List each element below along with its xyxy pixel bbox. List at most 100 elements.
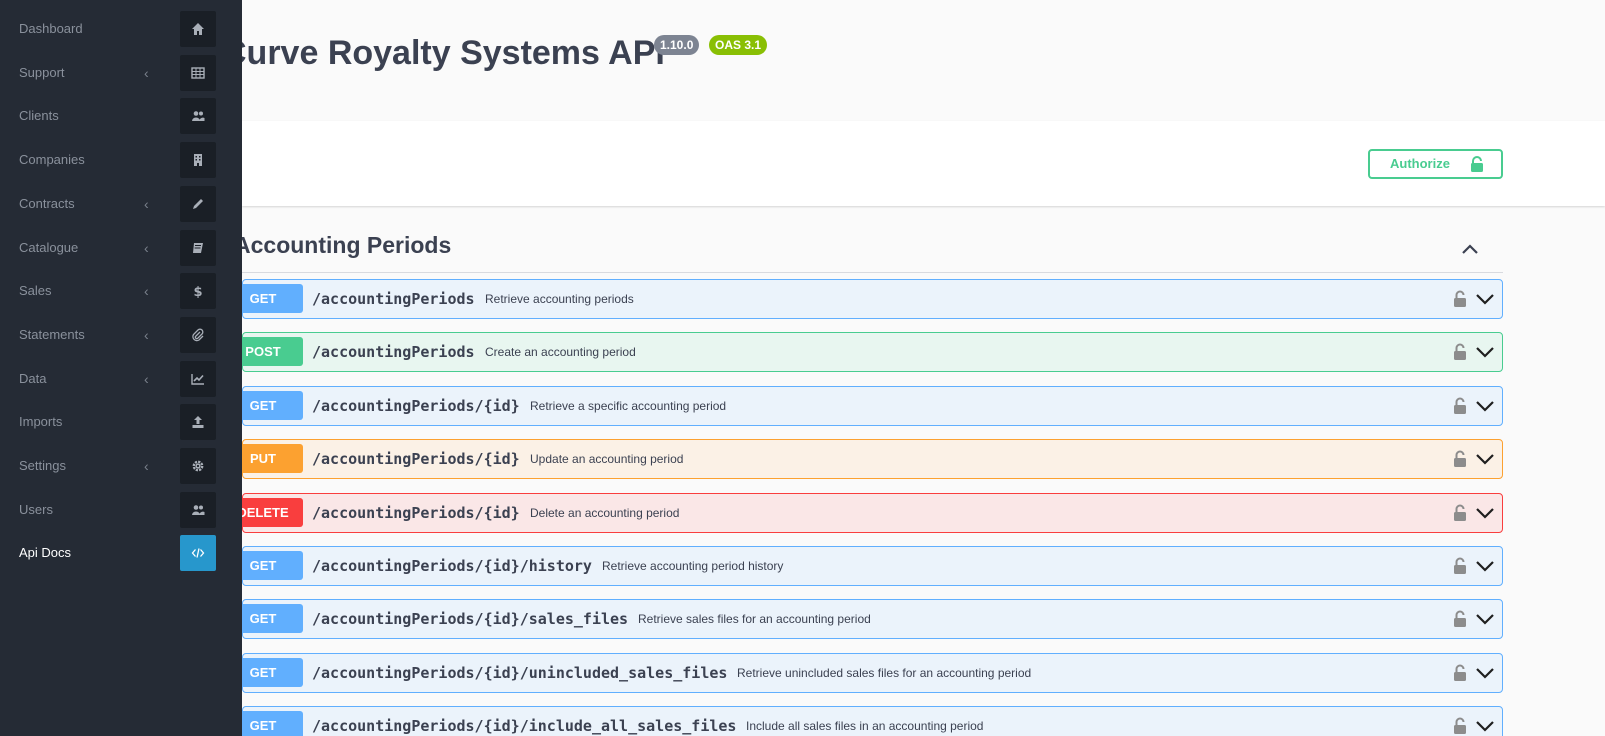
sidebar-item-label: Data	[19, 370, 47, 386]
operation-get[interactable]: GET/accountingPeriods/{id}/sales_files Re…	[242, 599, 1503, 640]
sidebar-item-imports[interactable]: Imports	[0, 400, 242, 444]
operation-path: /accountingPeriods	[312, 290, 475, 308]
sidebar-item-api-docs[interactable]: Api Docs	[0, 531, 242, 575]
method-badge: GET	[242, 604, 303, 634]
lock-icon[interactable]	[1453, 397, 1467, 420]
tag-section-header[interactable]: Accounting Periods	[242, 228, 1503, 273]
tag-title: Accounting Periods	[242, 232, 452, 258]
table-icon	[180, 54, 216, 91]
chevron-down-icon[interactable]	[1475, 343, 1495, 366]
sidebar-item-clients[interactable]: Clients	[0, 94, 242, 138]
sidebar-item-companies[interactable]: Companies	[0, 138, 242, 182]
gear-icon	[180, 448, 216, 484]
oas-badge: OAS 3.1	[709, 35, 768, 55]
chevron-left-icon: ‹	[144, 458, 149, 474]
chevron-down-icon[interactable]	[1475, 397, 1495, 420]
method-badge: GET	[242, 390, 303, 420]
lock-icon[interactable]	[1453, 717, 1467, 736]
operation-summary: Retrieve accounting periods	[485, 292, 634, 306]
sidebar-item-label: Contracts	[19, 195, 75, 211]
chevron-down-icon[interactable]	[1475, 290, 1495, 313]
sidebar-item-contracts[interactable]: Contracts ‹	[0, 182, 242, 226]
api-title: Curve Royalty Systems API	[242, 34, 665, 72]
chevron-down-icon[interactable]	[1475, 504, 1495, 527]
chevron-left-icon: ‹	[144, 370, 149, 387]
chevron-left-icon: ‹	[144, 64, 149, 81]
operation-summary: Retrieve a specific accounting period	[530, 398, 727, 413]
method-badge: DELETE	[242, 497, 303, 527]
operation-summary: Update an accounting period	[530, 452, 684, 467]
lock-icon[interactable]	[1453, 610, 1467, 633]
chevron-up-icon[interactable]	[1459, 238, 1481, 260]
operation-path: /accountingPeriods/{id}	[312, 503, 520, 522]
lock-open-icon	[1470, 156, 1484, 178]
book-icon	[180, 229, 216, 266]
paperclip-icon	[180, 316, 216, 353]
sidebar-item-users[interactable]: Users	[0, 488, 242, 532]
main-content: Curve Royalty Systems API 1.10.0 OAS 3.1…	[242, 0, 1605, 736]
lock-icon[interactable]	[1453, 504, 1467, 527]
lock-icon[interactable]	[1453, 664, 1467, 687]
users-icon	[180, 98, 216, 135]
chevron-down-icon[interactable]	[1475, 610, 1495, 633]
users-icon	[180, 491, 216, 528]
operation-path: /accountingPeriods/{id}/include_all_sale…	[312, 717, 737, 736]
chevron-left-icon: ‹	[144, 326, 149, 343]
authorize-button[interactable]: Authorize	[1368, 149, 1503, 179]
version-badge: 1.10.0	[654, 35, 700, 55]
method-badge: GET	[242, 284, 303, 313]
chevron-left-icon: ‹	[144, 283, 149, 300]
sidebar-item-sales[interactable]: Sales‹$	[0, 269, 242, 313]
operation-path: /accountingPeriods/{id}/sales_files	[312, 610, 629, 629]
lock-icon[interactable]	[1453, 450, 1467, 473]
api-info: Curve Royalty Systems API 1.10.0 OAS 3.1	[242, 0, 1605, 121]
sidebar-item-label: Imports	[19, 414, 63, 430]
line-chart-icon	[180, 360, 216, 397]
sidebar-item-support[interactable]: Support ‹	[0, 51, 242, 95]
operation-summary: Create an accounting period	[485, 345, 636, 360]
method-badge: GET	[242, 711, 303, 736]
upload-icon	[180, 404, 216, 441]
sidebar-item-settings[interactable]: Settings‹	[0, 444, 242, 488]
home-icon	[180, 11, 216, 47]
chevron-left-icon: ‹	[144, 195, 149, 212]
sidebar-item-label: Support	[19, 64, 65, 80]
sidebar-item-catalogue[interactable]: Catalogue‹	[0, 226, 242, 270]
lock-icon[interactable]	[1453, 343, 1467, 366]
scheme-container: Authorize	[242, 121, 1605, 206]
pencil-icon	[180, 185, 216, 222]
operation-summary: Include all sales files in an accounting…	[746, 719, 984, 734]
sidebar-item-label: Catalogue	[19, 239, 79, 255]
operation-path: /accountingPeriods/{id}/history	[312, 557, 592, 575]
chevron-down-icon[interactable]	[1475, 717, 1495, 736]
svg-text:$: $	[193, 285, 202, 298]
chevron-down-icon[interactable]	[1475, 664, 1495, 687]
method-badge: GET	[242, 657, 303, 687]
sidebar-item-label: Clients	[19, 108, 59, 124]
chevron-down-icon[interactable]	[1475, 557, 1495, 580]
operation-summary: Delete an accounting period	[530, 505, 680, 520]
method-badge: GET	[242, 551, 303, 580]
chevron-down-icon[interactable]	[1475, 450, 1495, 473]
lock-icon[interactable]	[1453, 557, 1467, 580]
operation-path: /accountingPeriods	[312, 343, 475, 362]
operation-path: /accountingPeriods/{id}	[312, 396, 520, 415]
operation-delete[interactable]: DELETE/accountingPeriods/{id} Delete an a…	[242, 492, 1503, 533]
operation-get[interactable]: GET/accountingPeriods/{id} Retrieve a spe…	[242, 385, 1503, 426]
sidebar-item-statements[interactable]: Statements‹	[0, 313, 242, 357]
sidebar-item-data[interactable]: Data ‹	[0, 357, 242, 401]
sidebar-item-label: Dashboard	[19, 21, 83, 36]
sidebar-item-dashboard[interactable]: Dashboard	[0, 7, 242, 51]
sidebar-item-label: Companies	[19, 152, 85, 168]
operation-put[interactable]: PUT/accountingPeriods/{id}Update an acco…	[242, 439, 1503, 480]
operation-get[interactable]: GET/accountingPeriods/{id}/unincluded_sa…	[242, 652, 1503, 693]
operation-summary: Retrieve sales files for an accounting p…	[638, 612, 871, 627]
lock-icon[interactable]	[1453, 290, 1467, 313]
sidebar-item-label: Users	[19, 501, 53, 517]
operation-get[interactable]: GET/accountingPeriods Retrieve accounting…	[242, 279, 1503, 319]
operation-get[interactable]: GET/accountingPeriods/{id}/include_all_s…	[242, 706, 1503, 736]
operation-summary: Retrieve unincluded sales files for an a…	[737, 665, 1032, 680]
